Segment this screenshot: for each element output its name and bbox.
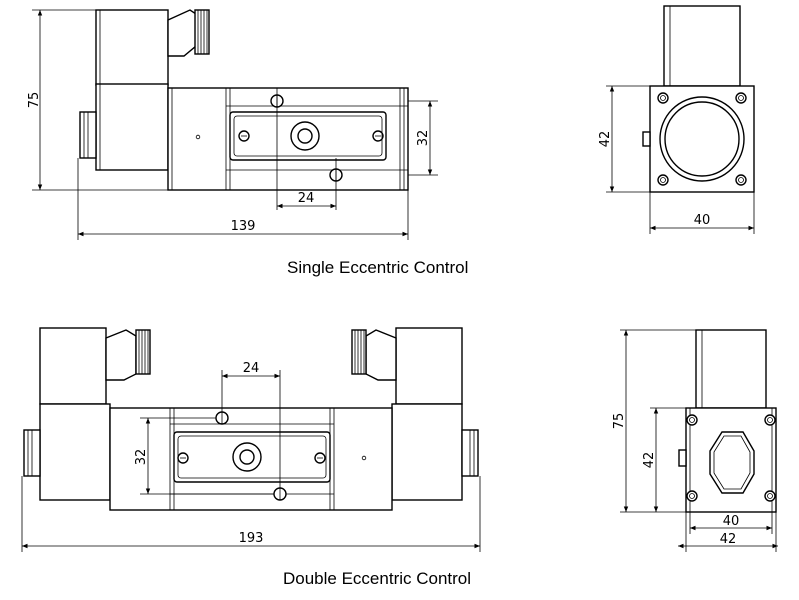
- connector-nut: [194, 9, 210, 55]
- right-coil: [395, 327, 463, 405]
- solenoid-coil: [95, 9, 169, 86]
- dim-40-side: 40: [723, 514, 740, 529]
- dim-32-double: 32: [134, 449, 149, 466]
- dim-32: 32: [416, 130, 431, 147]
- left-coil: [39, 327, 107, 405]
- side-body-2: [685, 407, 777, 513]
- coil-connector: [167, 9, 197, 57]
- hex-port: [709, 431, 755, 494]
- dim-40: 40: [694, 213, 711, 228]
- dim-42: 42: [598, 131, 613, 148]
- caption-double: Double Eccentric Control: [283, 569, 472, 588]
- single-side-view: 42 40: [598, 5, 755, 234]
- eccentric-port: [290, 121, 320, 151]
- side-body: [649, 85, 755, 193]
- double-side-view: 75 42 40 42: [612, 329, 778, 552]
- dim-24-double: 24: [243, 361, 260, 376]
- dim-75: 75: [27, 92, 42, 109]
- single-front-view: 75 32 24 139: [27, 9, 438, 240]
- coil-top-2: [695, 329, 767, 409]
- dim-24: 24: [298, 191, 315, 206]
- dim-42-side: 42: [642, 452, 657, 469]
- coil-body: [95, 83, 169, 171]
- coil-top: [663, 5, 741, 87]
- dim-75-side: 75: [612, 413, 627, 430]
- caption-single: Single Eccentric Control: [287, 258, 469, 277]
- dim-42-bottom: 42: [720, 532, 737, 547]
- mounting-plate: [229, 111, 387, 161]
- dim-193: 193: [239, 531, 264, 546]
- double-front-view: 24 32 193: [21, 327, 481, 552]
- eccentric-port-2: [232, 442, 262, 472]
- dim-139: 139: [231, 219, 256, 234]
